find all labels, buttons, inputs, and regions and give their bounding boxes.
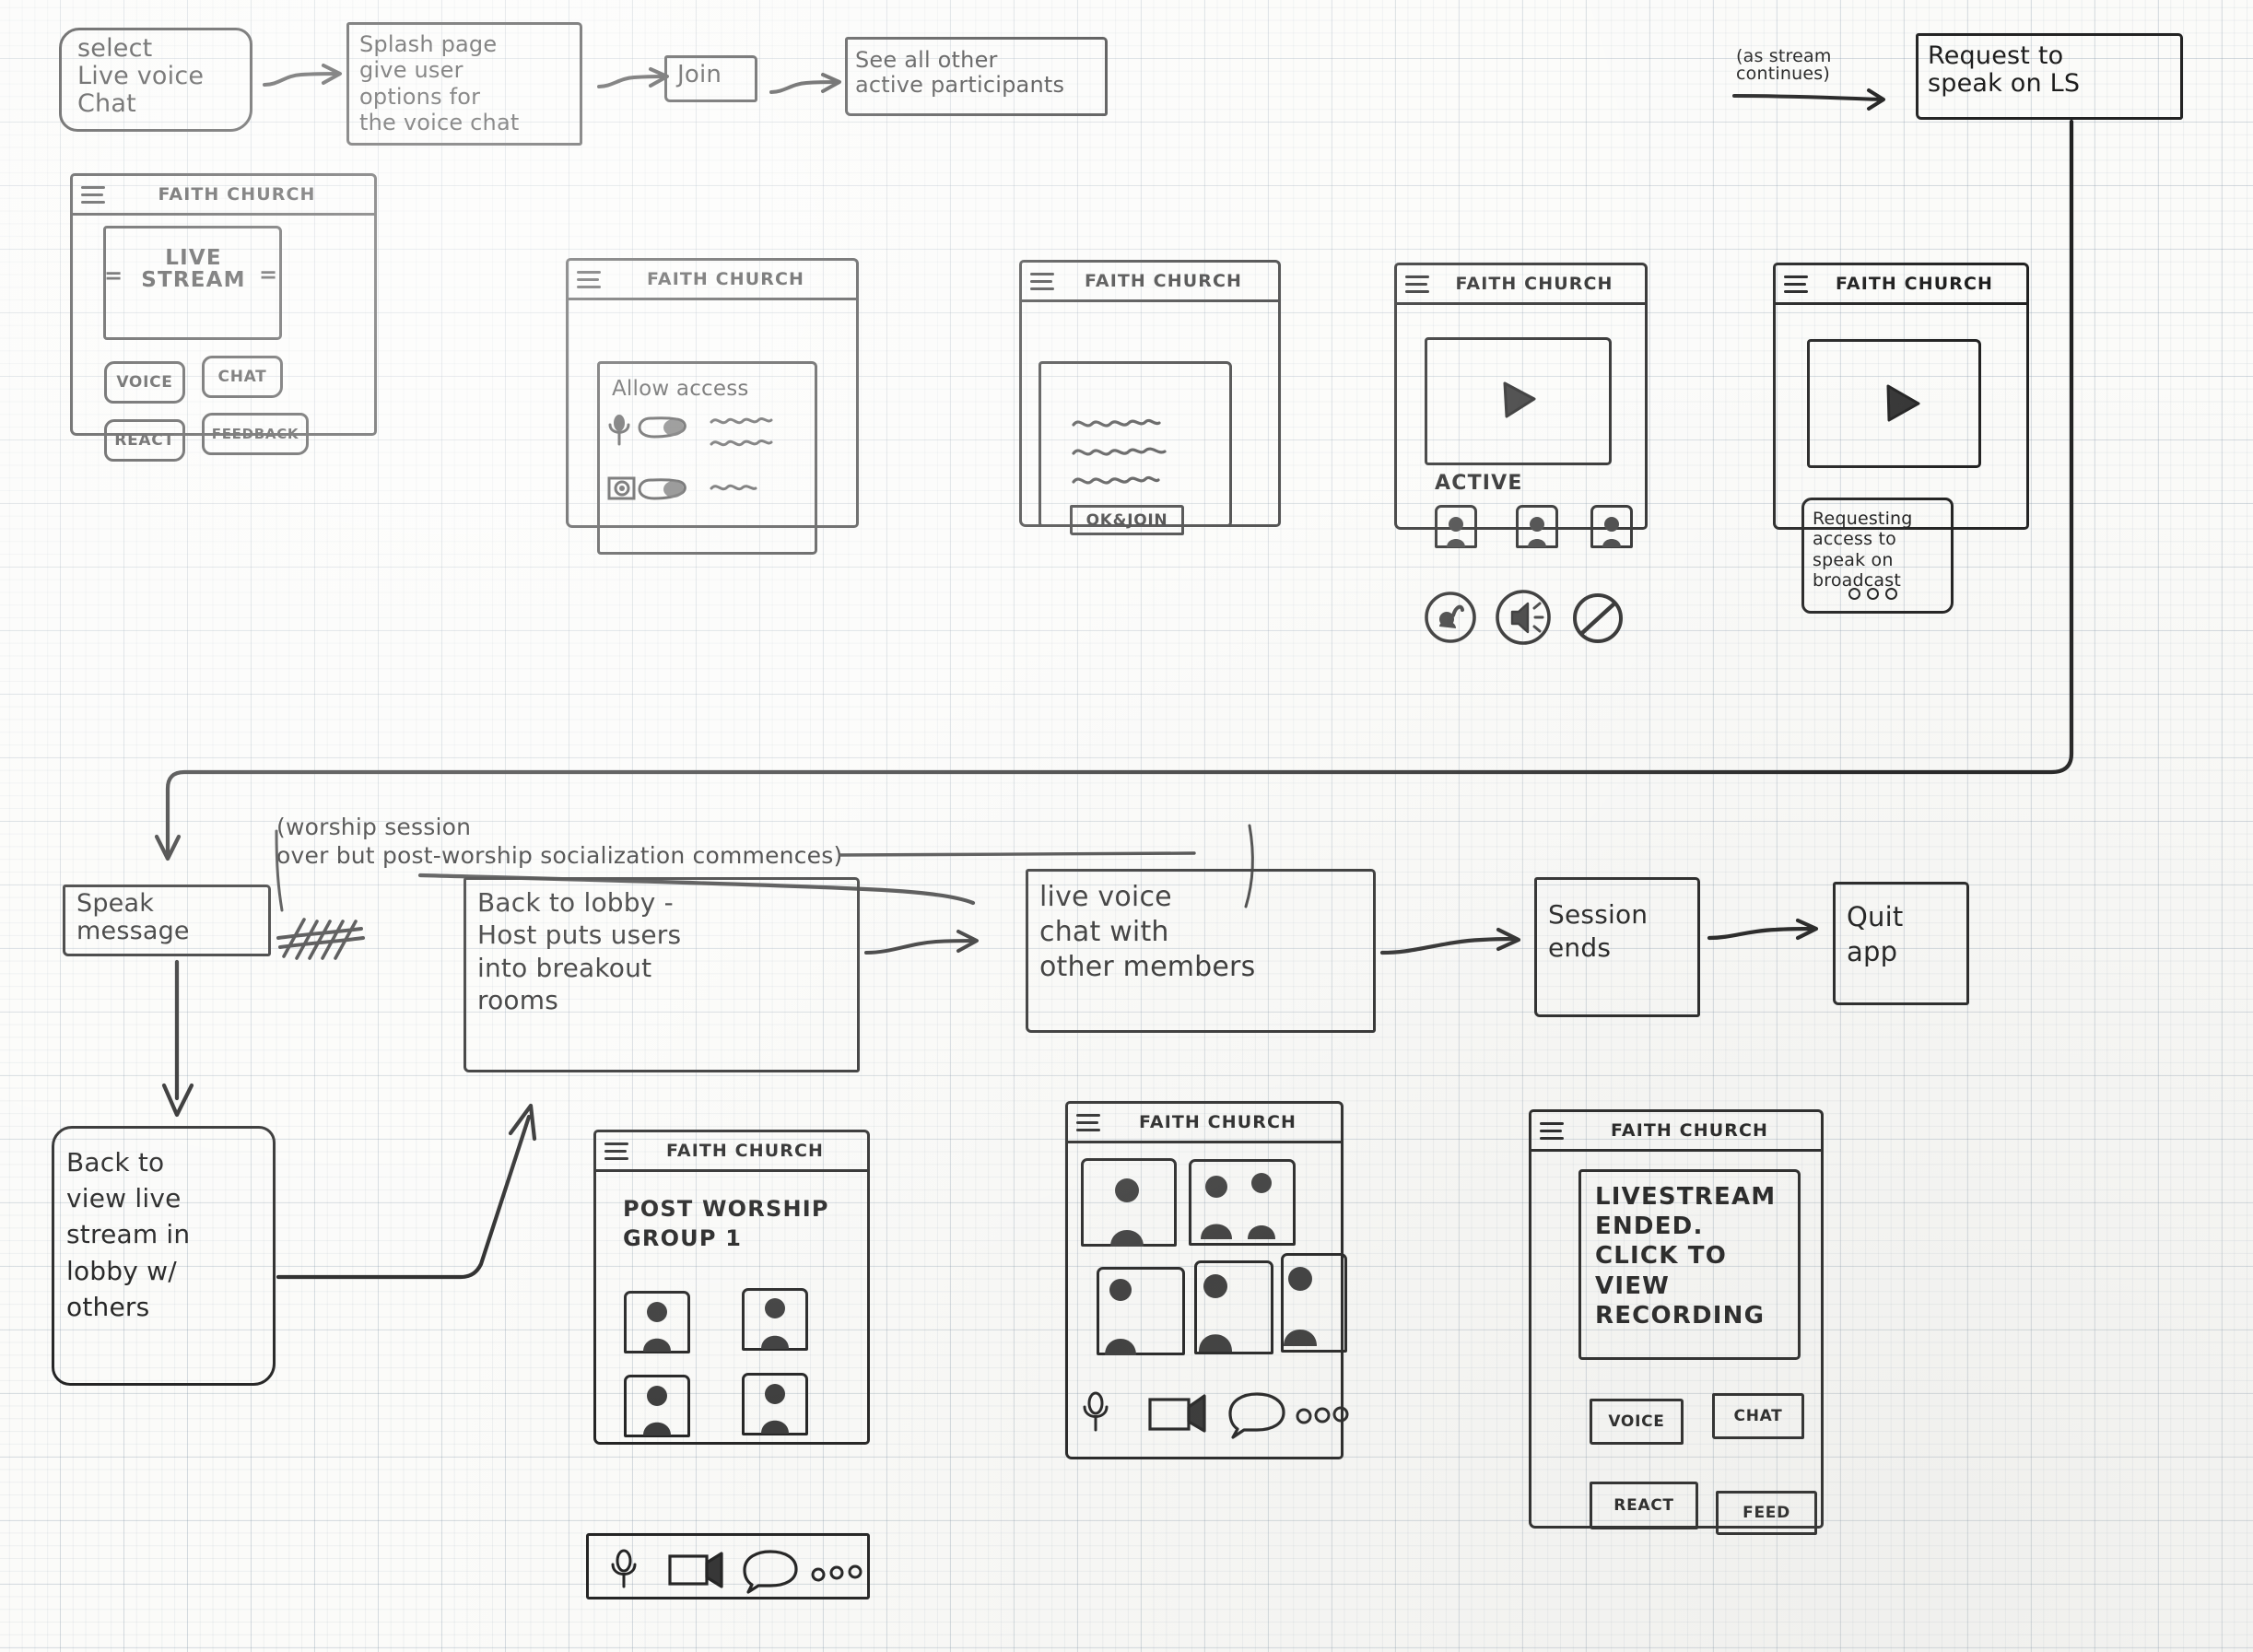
more-icon <box>811 1564 862 1582</box>
play-icon[interactable] <box>1883 382 1922 425</box>
arrow-select-to-splash <box>263 64 342 87</box>
flow-node-back-to-view-stream-label: Back to view live stream in lobby w/ oth… <box>66 1147 191 1322</box>
requesting-message-text: Requesting access to speak on broadcast <box>1813 509 1913 592</box>
livestream-video-label: LIVE STREAM <box>141 246 246 293</box>
hamburger-menu-icon[interactable] <box>1784 275 1808 293</box>
app-header-bar: FAITH CHURCH <box>1068 1104 1341 1143</box>
app-header-bar: FAITH CHURCH <box>1022 263 1278 302</box>
hamburger-menu-icon[interactable] <box>577 270 601 288</box>
arrow-chat-to-session-ends <box>1379 927 1521 955</box>
crossed-out-scribble <box>276 918 365 960</box>
hamburger-menu-icon[interactable] <box>1076 1113 1100 1131</box>
lobby-button-chat[interactable]: CHAT <box>202 356 283 398</box>
app-title: FAITH CHURCH <box>1139 1112 1297 1132</box>
app-title: FAITH CHURCH <box>1611 1120 1768 1141</box>
microphone-icon <box>1083 1391 1109 1432</box>
terms-placeholder-lines <box>1072 418 1167 485</box>
app-header-bar: FAITH CHURCH <box>1776 265 2026 305</box>
ended-button-feed[interactable]: FEED <box>1716 1491 1817 1535</box>
chat-bubble-icon <box>743 1550 798 1594</box>
placeholder-text-squiggle <box>710 416 773 447</box>
hamburger-menu-icon[interactable] <box>1540 1121 1564 1140</box>
arrow-stream-continues <box>1732 88 1885 111</box>
arrow-session-to-quit <box>1707 918 1819 941</box>
allow-access-row-microphone <box>608 415 773 447</box>
active-participant-avatars <box>1447 517 1621 547</box>
app-title: FAITH CHURCH <box>158 184 316 205</box>
ended-button-voice[interactable]: VOICE <box>1590 1399 1684 1445</box>
ended-button-chat[interactable]: CHAT <box>1712 1393 1804 1439</box>
flow-node-request-speak-label: Request to speak on LS <box>1928 41 2081 99</box>
breakout-toolbar-icons[interactable] <box>1080 1388 1349 1440</box>
active-section-label: ACTIVE <box>1435 472 1523 495</box>
toggle-on <box>638 416 686 439</box>
arrow-join-to-participants <box>769 73 841 94</box>
ok-and-join-button[interactable]: OK&JOIN <box>1070 505 1184 535</box>
arrow-splash-to-join <box>597 67 669 88</box>
allow-access-heading: Allow access <box>612 377 749 401</box>
active-call-controls[interactable] <box>1425 590 1637 647</box>
placeholder-text-squiggle <box>710 484 757 491</box>
arrow-speak-to-back-view <box>161 959 194 1118</box>
microphone-icon <box>608 415 630 446</box>
breakout-grid-avatars <box>1105 1173 1317 1355</box>
block-icon <box>1573 593 1623 643</box>
lobby-button-feedback[interactable]: FEEDBACK <box>202 413 309 455</box>
app-header-bar: FAITH CHURCH <box>596 1132 867 1172</box>
hamburger-menu-icon[interactable] <box>604 1142 628 1160</box>
microphone-icon <box>611 1549 637 1588</box>
play-icon[interactable] <box>1500 380 1539 420</box>
speaker-icon <box>1496 590 1551 645</box>
ended-button-react[interactable]: REACT <box>1590 1482 1698 1529</box>
flow-node-back-to-lobby-label: Back to lobby - Host puts users into bre… <box>477 887 682 1015</box>
annotation-stream-continues: (as stream continues) <box>1736 46 1832 84</box>
flow-node-live-voice-chat-members-label: live voice chat with other members <box>1039 881 1256 983</box>
arrow-back-view-to-lobby <box>276 1103 537 1280</box>
app-title: FAITH CHURCH <box>1455 274 1613 294</box>
video-camera-icon <box>668 1552 723 1588</box>
flow-node-select-live-voice-chat-label: select Live voice Chat <box>77 34 205 119</box>
app-title: FAITH CHURCH <box>1836 274 1993 294</box>
livestream-video-mark-right: = <box>259 262 278 287</box>
stream-ended-message: LIVESTREAM ENDED. CLICK TO VIEW RECORDIN… <box>1595 1183 1777 1330</box>
app-title: FAITH CHURCH <box>647 269 804 289</box>
livestream-video-mark-left: = <box>104 263 123 288</box>
flow-node-session-ends-label: Session ends <box>1548 899 1649 964</box>
lobby-button-voice[interactable]: VOICE <box>104 361 185 404</box>
hamburger-menu-icon[interactable] <box>1405 275 1429 293</box>
flow-node-speak-message-label: Speak message <box>76 889 190 946</box>
video-camera-icon <box>1148 1394 1206 1433</box>
post-worship-avatars <box>643 1298 789 1435</box>
hamburger-menu-icon[interactable] <box>81 185 105 204</box>
toggle-on <box>638 478 686 500</box>
app-title: FAITH CHURCH <box>666 1141 824 1161</box>
flow-node-join-label: Join <box>677 61 722 88</box>
flow-node-see-participants-label: See all other active participants <box>855 47 1065 98</box>
post-worship-group-title: POST WORSHIP GROUP 1 <box>623 1196 829 1252</box>
requesting-progress-dots <box>1848 588 1897 600</box>
post-worship-toolbar-icons[interactable] <box>608 1544 862 1596</box>
lobby-button-react[interactable]: REACT <box>104 419 185 462</box>
allow-access-row-camera <box>607 476 757 500</box>
camera-icon <box>607 476 636 500</box>
app-header-bar: FAITH CHURCH <box>1531 1112 1821 1152</box>
flow-node-quit-app-label: Quit app <box>1847 901 1904 967</box>
app-header-bar: FAITH CHURCH <box>569 261 856 300</box>
app-header-bar: FAITH CHURCH <box>73 176 374 216</box>
hamburger-menu-icon[interactable] <box>1030 272 1054 290</box>
raise-hand-icon <box>1425 592 1476 643</box>
chat-bubble-icon <box>1228 1392 1285 1439</box>
arrow-lobby-to-live-voice-chat <box>864 930 979 955</box>
app-title: FAITH CHURCH <box>1085 271 1242 291</box>
app-header-bar: FAITH CHURCH <box>1397 265 1645 305</box>
